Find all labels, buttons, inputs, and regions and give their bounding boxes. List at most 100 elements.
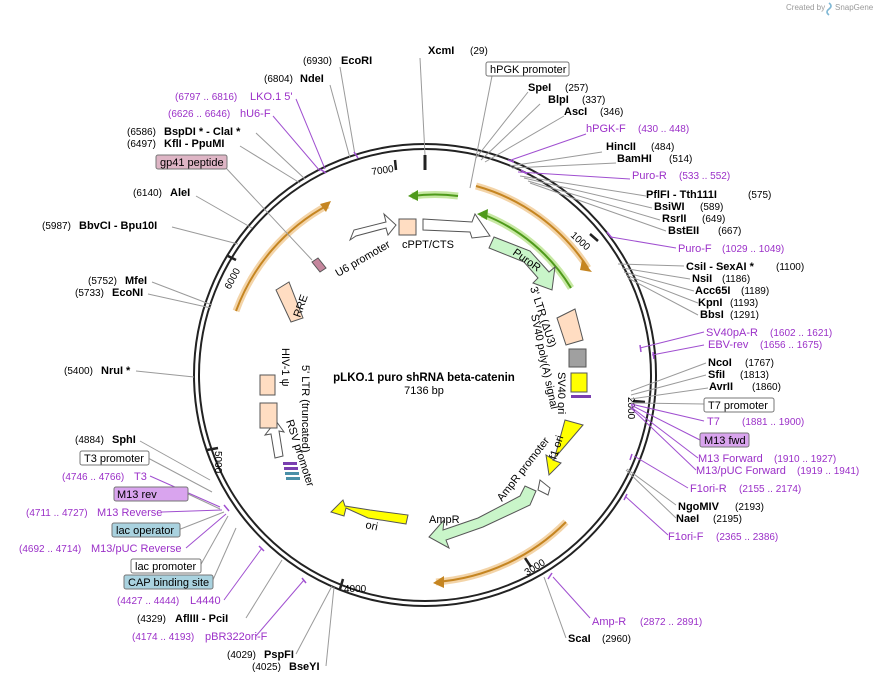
ltr3-box[interactable] [556, 308, 584, 346]
primer-lko1-5[interactable]: LKO.1 5' [250, 91, 292, 103]
rre-box[interactable] [275, 281, 304, 323]
primer-hu6-f[interactable]: hU6-F [240, 108, 271, 120]
t7-promoter-badge-label: T7 promoter [708, 400, 768, 412]
gp41-peptide-badge[interactable] [155, 154, 228, 170]
ampr-promoter-box[interactable] [537, 479, 551, 496]
enzyme-ndei[interactable]: NdeI [300, 73, 324, 85]
t7-promoter-badge[interactable] [703, 397, 775, 413]
enzyme-spei[interactable]: SpeI [528, 82, 551, 94]
enzyme-hincii-pos: (484) [651, 142, 674, 153]
primer-puro-f[interactable]: Puro-F [678, 243, 712, 255]
enzyme-mfei[interactable]: MfeI [125, 275, 147, 287]
enzyme-pflfi-tth111i[interactable]: PflFI - Tth111I [646, 189, 717, 201]
hpgk-promoter-arrow[interactable] [422, 212, 491, 239]
enzyme-blpi[interactable]: BlpI [548, 94, 569, 106]
primer-t7[interactable]: T7 [707, 416, 720, 428]
enzyme-nrui[interactable]: NruI * [101, 365, 131, 377]
enzyme-kpni[interactable]: KpnI [698, 297, 722, 309]
enzyme-ncoi-pos: (1767) [745, 358, 774, 369]
sv40-marker [571, 395, 591, 398]
orf-arrow-amp-core [435, 521, 567, 583]
primer-l4440[interactable]: L4440 [190, 595, 221, 607]
enzyme-rsrii[interactable]: RsrII [662, 213, 686, 225]
enzyme-nsii[interactable]: NsiI [692, 273, 712, 285]
sv40-ori-box[interactable] [570, 372, 588, 393]
enzyme-asci[interactable]: AscI [564, 106, 587, 118]
primer-sv40pa-r[interactable]: SV40pA-R [706, 327, 758, 339]
primer-m13-forward[interactable]: M13 Forward [698, 453, 763, 465]
puror-arrow[interactable] [488, 236, 556, 291]
sv40-polya-box[interactable] [568, 348, 587, 368]
rsv-promoter-arrow[interactable] [263, 420, 286, 459]
enzyme-bspdi-clai[interactable]: BspDI * - ClaI * [164, 126, 241, 138]
primer-m13-puc-reverse[interactable]: M13/pUC Reverse [91, 543, 181, 555]
enzyme-alei[interactable]: AleI [170, 187, 190, 199]
enzyme-acc65i[interactable]: Acc65I [695, 285, 730, 297]
enzyme-ndei-pos: (6804) [264, 74, 293, 85]
primer-pbr322ori-f[interactable]: pBR322ori-F [205, 631, 268, 643]
left-labels: (6930) EcoRI (6804) NdeI (6797 .. 6816) … [19, 55, 372, 673]
hpgk-promoter-badge[interactable] [485, 61, 570, 77]
green-arrow-top-head [408, 190, 418, 201]
tick-label-4000: 4000 [344, 584, 367, 595]
enzyme-bbvci-bpu10i[interactable]: BbvCI - Bpu10I [79, 220, 157, 232]
primer-puro-r-pos: (533 .. 552) [679, 171, 730, 182]
tick-3000 [523, 557, 533, 568]
enzyme-bamhi[interactable]: BamHI [617, 153, 652, 165]
enzyme-econi[interactable]: EcoNI [112, 287, 143, 299]
enzyme-bbsi[interactable]: BbsI [700, 309, 724, 321]
primer-m13-puc-forward[interactable]: M13/pUC Forward [696, 465, 786, 477]
hpgk-promoter-badge-label: hPGK promoter [490, 64, 567, 76]
primer-f1ori-r-pos: (2155 .. 2174) [739, 484, 801, 495]
gp41-box[interactable] [311, 257, 327, 273]
lac-promoter-badge[interactable] [130, 558, 202, 574]
primer-f1ori-f[interactable]: F1ori-F [668, 531, 704, 543]
ampr-label: AmpR [429, 514, 460, 526]
primer-m13-reverse[interactable]: M13 Reverse [97, 507, 162, 519]
enzyme-aflIII-pcii[interactable]: AflIII - PciI [175, 613, 228, 625]
tick-label-5000: 5000 [212, 451, 223, 474]
enzyme-bseyi[interactable]: BseYI [289, 661, 320, 673]
m13-fwd-badge-label: M13 fwd [704, 435, 746, 447]
enzyme-ngomiv[interactable]: NgoMIV [678, 501, 720, 513]
primer-hpgk-f[interactable]: hPGK-F [586, 123, 626, 135]
primer-amp-r-pos: (2872 .. 2891) [640, 617, 702, 628]
ampr-arrow[interactable] [428, 485, 537, 550]
lac-operator-badge-label: lac operator [116, 525, 174, 537]
enzyme-kfli-ppumi[interactable]: KflI - PpuMI [164, 138, 225, 150]
primer-f1ori-r[interactable]: F1ori-R [690, 483, 727, 495]
primer-puro-r[interactable]: Puro-R [632, 170, 667, 182]
enzyme-hincii[interactable]: HincII [606, 141, 636, 153]
enzyme-pspfi[interactable]: PspFI [264, 649, 294, 661]
enzyme-bsteii[interactable]: BstEII [668, 225, 699, 237]
enzyme-ecori[interactable]: EcoRI [341, 55, 372, 67]
m13-rev-badge[interactable] [113, 486, 189, 502]
enzyme-naei[interactable]: NaeI [676, 513, 699, 525]
m13-fwd-badge[interactable] [699, 432, 750, 448]
enzyme-xcmi[interactable]: XcmI [428, 45, 454, 57]
enzyme-scai[interactable]: ScaI [568, 633, 591, 645]
t3-promoter-badge[interactable] [79, 450, 150, 466]
u6-promoter-arrow[interactable] [348, 212, 397, 242]
enzyme-sphi[interactable]: SphI [112, 434, 136, 446]
primer-ebv-rev[interactable]: EBV-rev [708, 339, 749, 351]
f1-ori-arrow[interactable] [545, 419, 584, 477]
enzyme-avrii[interactable]: AvrII [709, 381, 733, 393]
enzyme-csii-sexai[interactable]: CsiI - SexAI * [686, 261, 755, 273]
enzyme-ncoi[interactable]: NcoI [708, 357, 732, 369]
enzyme-pflfi-tth111i-pos: (575) [748, 190, 771, 201]
enzyme-asci-pos: (346) [600, 107, 623, 118]
ltr5-box[interactable] [259, 402, 278, 429]
lac-operator-badge[interactable] [111, 522, 181, 538]
enzyme-alei-pos: (6140) [133, 188, 162, 199]
ori-arrow[interactable] [330, 499, 409, 525]
tick-5000 [206, 446, 219, 452]
primer-amp-r[interactable]: Amp-R [592, 616, 626, 628]
sv40-ori-label: SV40 ori [555, 372, 567, 414]
cap-binding-site-badge[interactable] [123, 574, 214, 590]
primer-t3[interactable]: T3 [134, 471, 147, 483]
hiv-psi-box[interactable] [259, 374, 276, 396]
enzyme-sfii[interactable]: SfiI [708, 369, 725, 381]
enzyme-bsiwi[interactable]: BsiWI [654, 201, 685, 213]
cppt-cts-box[interactable] [398, 218, 417, 236]
